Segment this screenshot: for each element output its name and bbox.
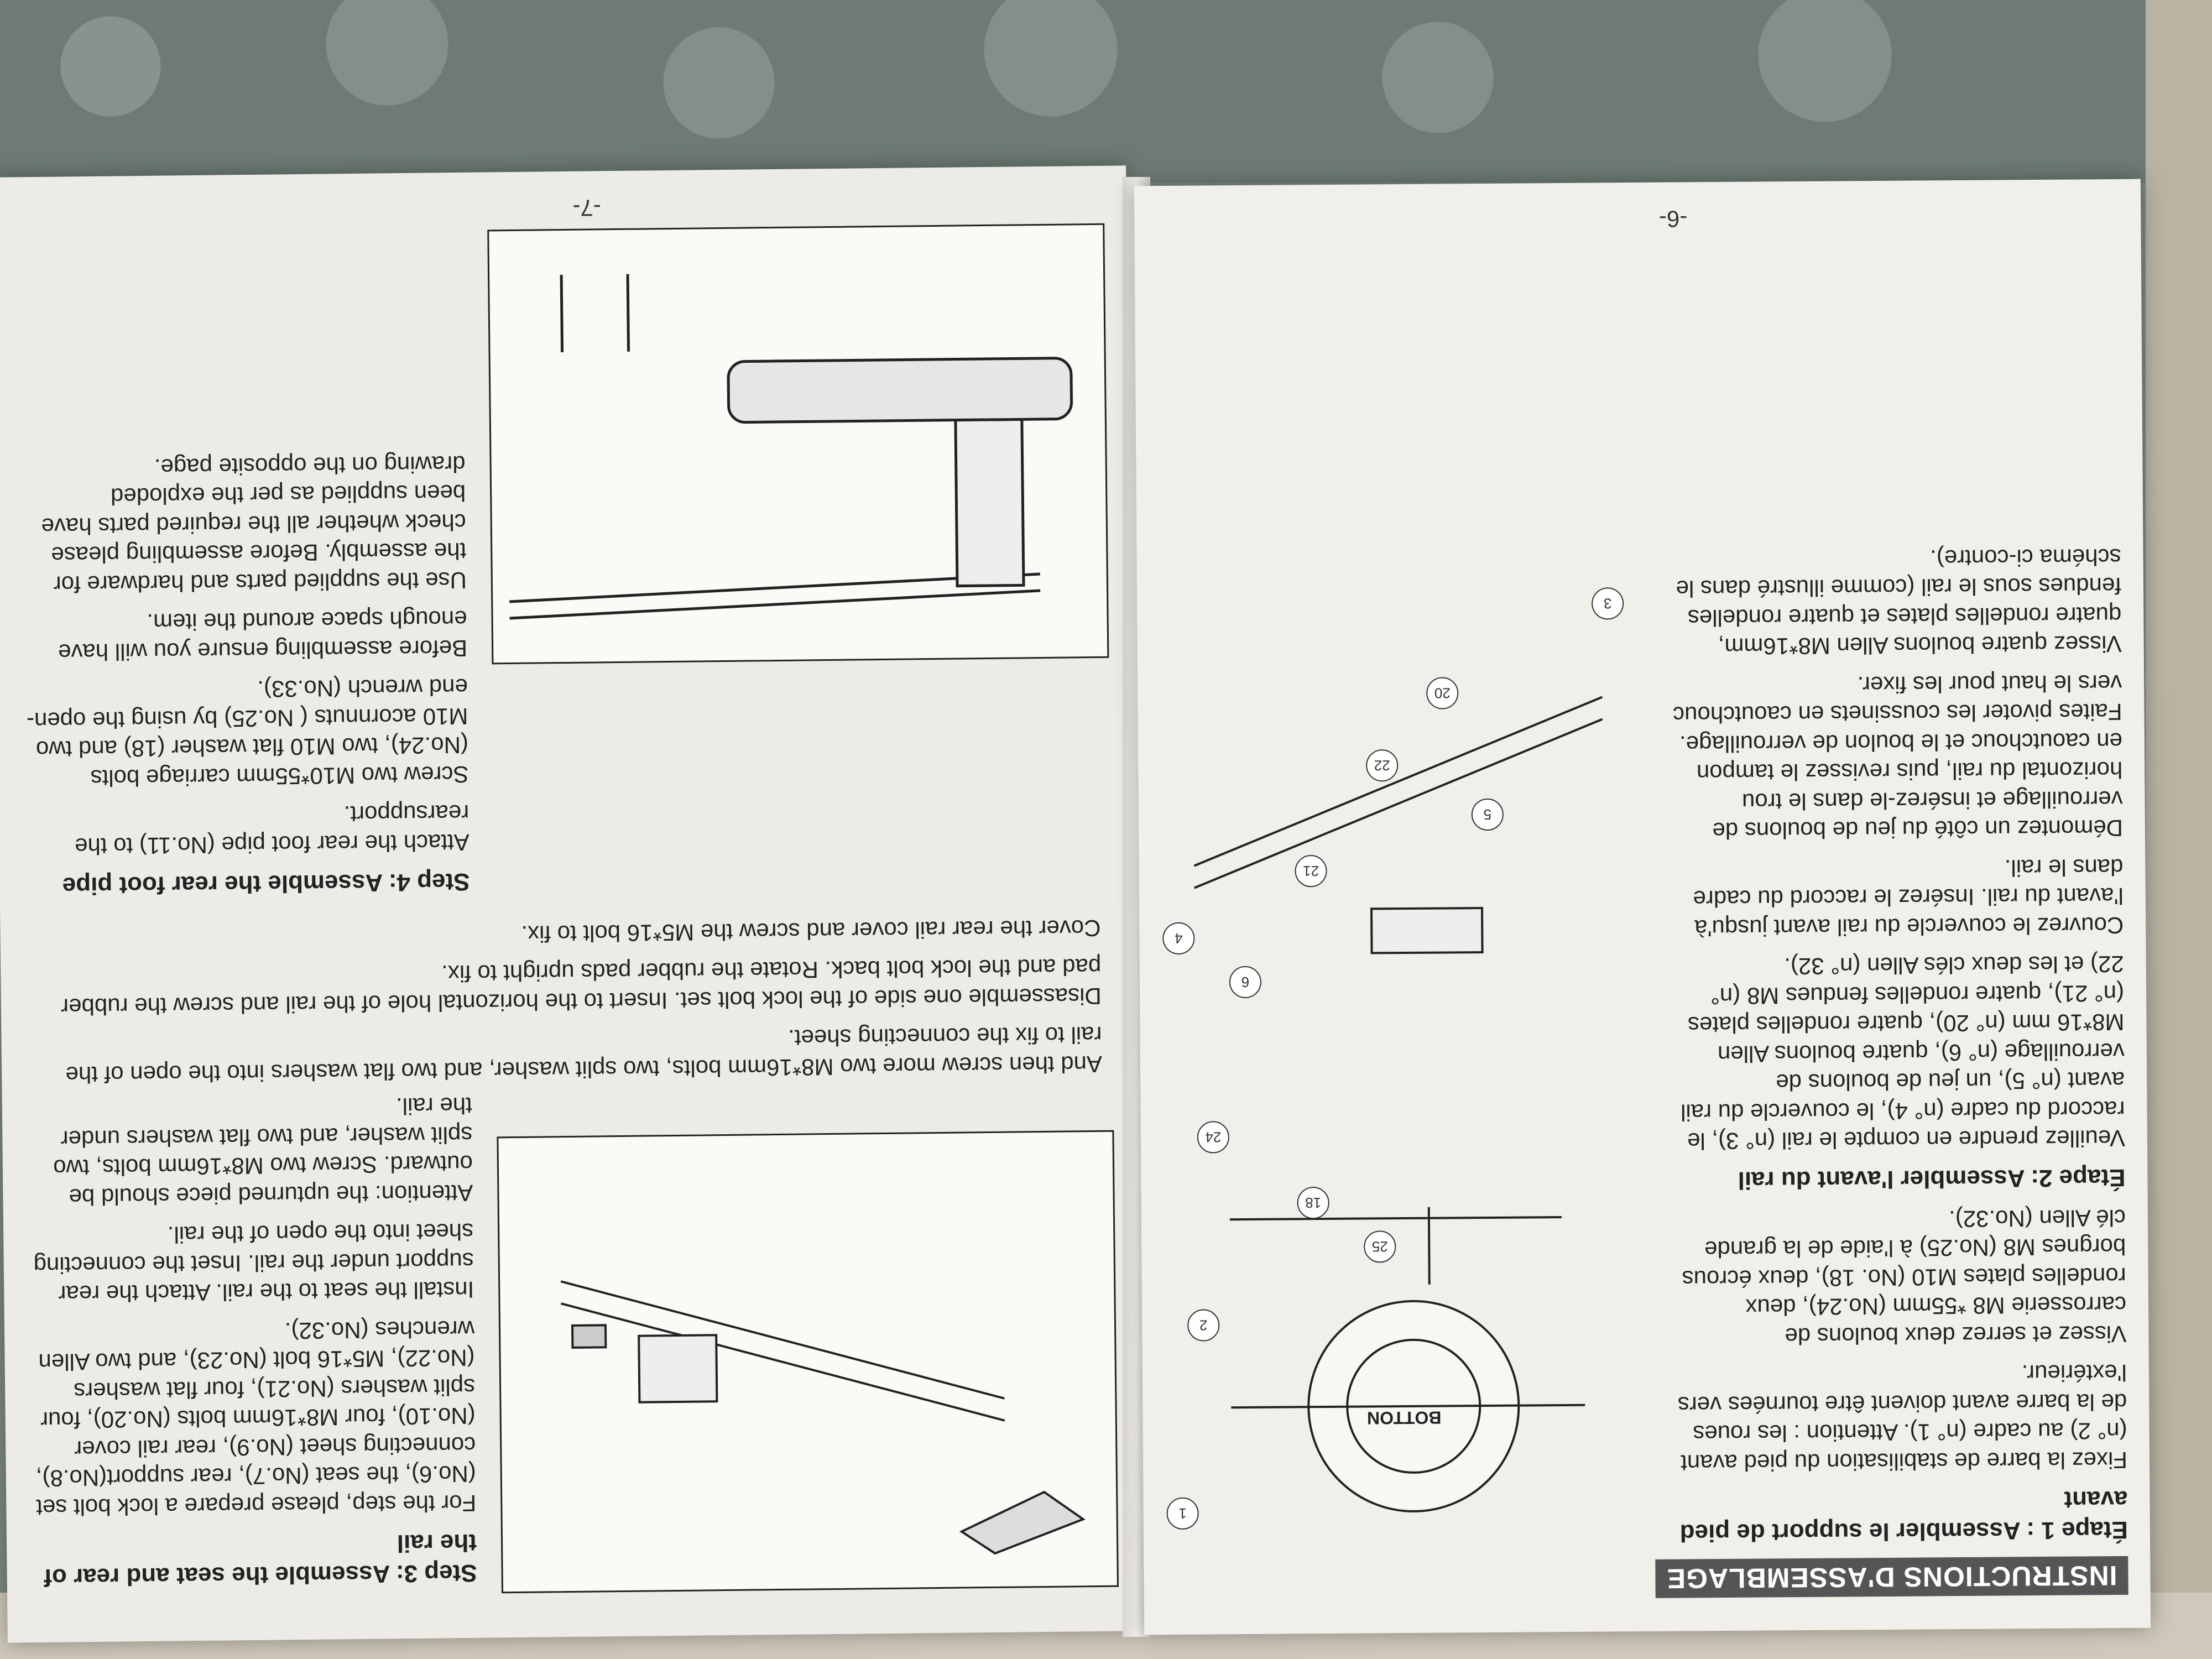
callout-24: 24 (1197, 1121, 1230, 1154)
etape2-text4: Vissez quatre boulons Allen M8*16mm, qua… (1676, 544, 2122, 660)
fabric-background-top (0, 0, 2212, 182)
rear-foot-diagram (487, 223, 1109, 665)
step3-text5: Disassemble one side of the lock bolt se… (60, 954, 1102, 1020)
page-7-wide-text: And then screw more two M8*16mm bolts, t… (28, 903, 1102, 1089)
step4-text3: Before assembling ensure you will have e… (58, 606, 468, 666)
page-7-content: Step 3: Assemble the seat and rear of th… (0, 165, 1141, 1642)
callout-22: 22 (1366, 749, 1399, 782)
callout-25: 25 (1364, 1230, 1396, 1263)
fabric-background-right (2146, 0, 2212, 1659)
seat-rail-diagram (497, 1130, 1119, 1594)
page-6-content: INSTRUCTIONS D'ASSEMBLAGE Étape 1 : Asse… (1134, 179, 2151, 1635)
callout-2: 2 (1187, 1309, 1220, 1342)
callout-20: 20 (1426, 677, 1459, 709)
page-number-7: -7- (572, 195, 602, 221)
callout-4: 4 (1162, 922, 1195, 955)
callout-18: 18 (1297, 1186, 1329, 1219)
exploded-drawing-svg: BOTTON (1193, 696, 1603, 1512)
etape2-title: Étape 2: Assembler l'avant du rail (1738, 1164, 2126, 1194)
step3-title: Step 3: Assemble the seat and rear of th… (44, 1528, 477, 1591)
seat-rail-drawing (560, 1280, 1086, 1555)
etape2-text: Veuillez prendre en compte le rail (n° 3… (1680, 951, 2126, 1155)
instructions-banner: INSTRUCTIONS D'ASSEMBLAGE (1655, 1556, 2128, 1598)
step3-text2: Install the seat to the rail. Attach the… (33, 1219, 474, 1308)
page-7-text-column: Step 3: Assemble the seat and rear of th… (29, 1081, 477, 1593)
page-number-6: -6- (1658, 206, 1688, 232)
callout-21: 21 (1295, 854, 1327, 888)
rear-foot-drawing (509, 274, 1073, 620)
step3-text6: Cover the rear rail cover and screw the … (521, 915, 1101, 947)
page-6-text-column: Étape 1 : Assembler le support de pied a… (1667, 532, 2128, 1548)
step3-text4: And then screw more two M8*16mm bolts, t… (65, 1022, 1103, 1088)
brand-logo: BOTTON (1367, 1408, 1442, 1428)
exploded-drawing: BOTTON 1 2 3 4 5 6 18 20 21 22 24 25 (1157, 304, 1652, 1552)
page-7-step4-column: Step 4: Assemble the rear foot pipe Atta… (23, 439, 470, 901)
booklet-page-7: Step 3: Assemble the seat and rear of th… (0, 165, 1141, 1643)
etape1-title: Étape 1 : Assembler le support de pied a… (1679, 1485, 2128, 1547)
step4-title: Step 4: Assemble the rear foot pipe (62, 868, 470, 900)
callout-3: 3 (1591, 587, 1624, 620)
etape1-text2: Vissez et serrez deux boulons de carross… (1682, 1204, 2127, 1350)
callout-6: 6 (1229, 966, 1262, 999)
step4-text4: Use the supplied parts and hardware for … (41, 451, 467, 598)
step3-text3: Attention: the upturned piece should be … (53, 1093, 473, 1211)
step3-text: For the step, please prepare a lock bolt… (35, 1316, 477, 1521)
etape2-text3: Démontez un côté du jeu de boulons de ve… (1672, 670, 2124, 844)
booklet-page-6: INSTRUCTIONS D'ASSEMBLAGE Étape 1 : Asse… (1134, 179, 2151, 1635)
etape2-text2: Couvrez le couvercle du rail avant jusqu… (1693, 854, 2124, 942)
step4-text2: Screw two M10*55mm carriage bolts (No.24… (26, 674, 469, 792)
etape1-text: Fixez la barre de stabilisation du pied … (1677, 1360, 2128, 1477)
callout-5: 5 (1471, 798, 1504, 831)
step4-text: Attach the rear foot pipe (No.11) to the… (74, 800, 470, 860)
callout-1: 1 (1166, 1497, 1199, 1530)
